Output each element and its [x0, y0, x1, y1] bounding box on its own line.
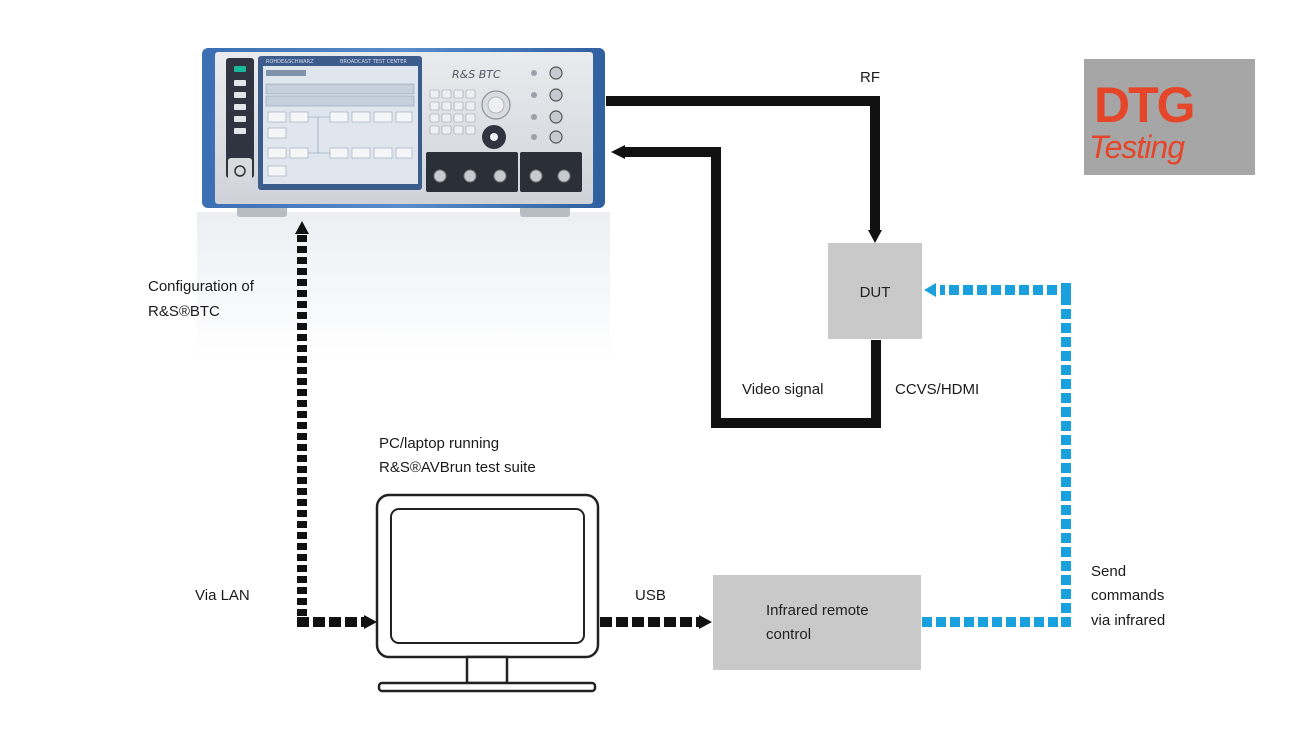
- dut-box: DUT: [828, 243, 922, 339]
- label-send-line2: commands: [1091, 587, 1164, 604]
- cable-lan: [295, 221, 377, 629]
- cable-rf: [606, 96, 882, 243]
- monitor-screen: [390, 508, 585, 644]
- label-ccvs-hdmi: CCVS/HDMI: [895, 381, 979, 398]
- cable-usb: [600, 615, 712, 629]
- rf-arrowhead: [868, 230, 882, 243]
- label-pc-line1: PC/laptop running: [379, 435, 499, 452]
- video-arrowhead: [611, 145, 625, 159]
- label-send-line1: Send: [1091, 563, 1126, 580]
- label-pc-line2: R&S®AVBrun test suite: [379, 459, 536, 476]
- cable-video: [611, 145, 881, 428]
- label-send-line3: via infrared: [1091, 612, 1165, 629]
- logo-line1: DTG: [1094, 77, 1194, 133]
- instrument-subtitle: BROADCAST TEST CENTER: [340, 59, 407, 65]
- usb-arrowhead: [699, 615, 712, 629]
- monitor-neck: [465, 655, 509, 685]
- dtg-logo: DTG Testing: [1084, 59, 1255, 175]
- infrared-arrowhead: [924, 283, 936, 297]
- instrument-brand: ROHDE&SCHWARZ: [266, 59, 314, 65]
- instrument-model: R&S BTC: [452, 68, 501, 81]
- infrared-remote-box: Infrared remote control: [713, 575, 921, 670]
- infrared-link: [922, 283, 1071, 627]
- lan-right-arrowhead: [364, 615, 377, 629]
- dut-label: DUT: [860, 284, 891, 301]
- label-rf: RF: [860, 69, 880, 86]
- pc-monitor: [375, 493, 600, 693]
- ir-label-line2: control: [766, 626, 811, 643]
- ir-label-line1: Infrared remote: [766, 602, 869, 619]
- label-config-line1: Configuration of: [148, 278, 255, 295]
- instrument-reflection: [197, 212, 610, 362]
- label-usb: USB: [635, 587, 666, 604]
- label-video-signal: Video signal: [742, 381, 823, 398]
- logo-line2: Testing: [1089, 129, 1185, 165]
- logo-background: [1084, 59, 1255, 175]
- monitor-base: [377, 681, 597, 693]
- label-via-lan: Via LAN: [195, 587, 250, 604]
- lan-up-arrowhead: [295, 221, 309, 234]
- label-config-line2: R&S®BTC: [148, 303, 220, 320]
- instrument-btc: ROHDE&SCHWARZ BROADCAST TEST CENTER R&S …: [197, 48, 610, 362]
